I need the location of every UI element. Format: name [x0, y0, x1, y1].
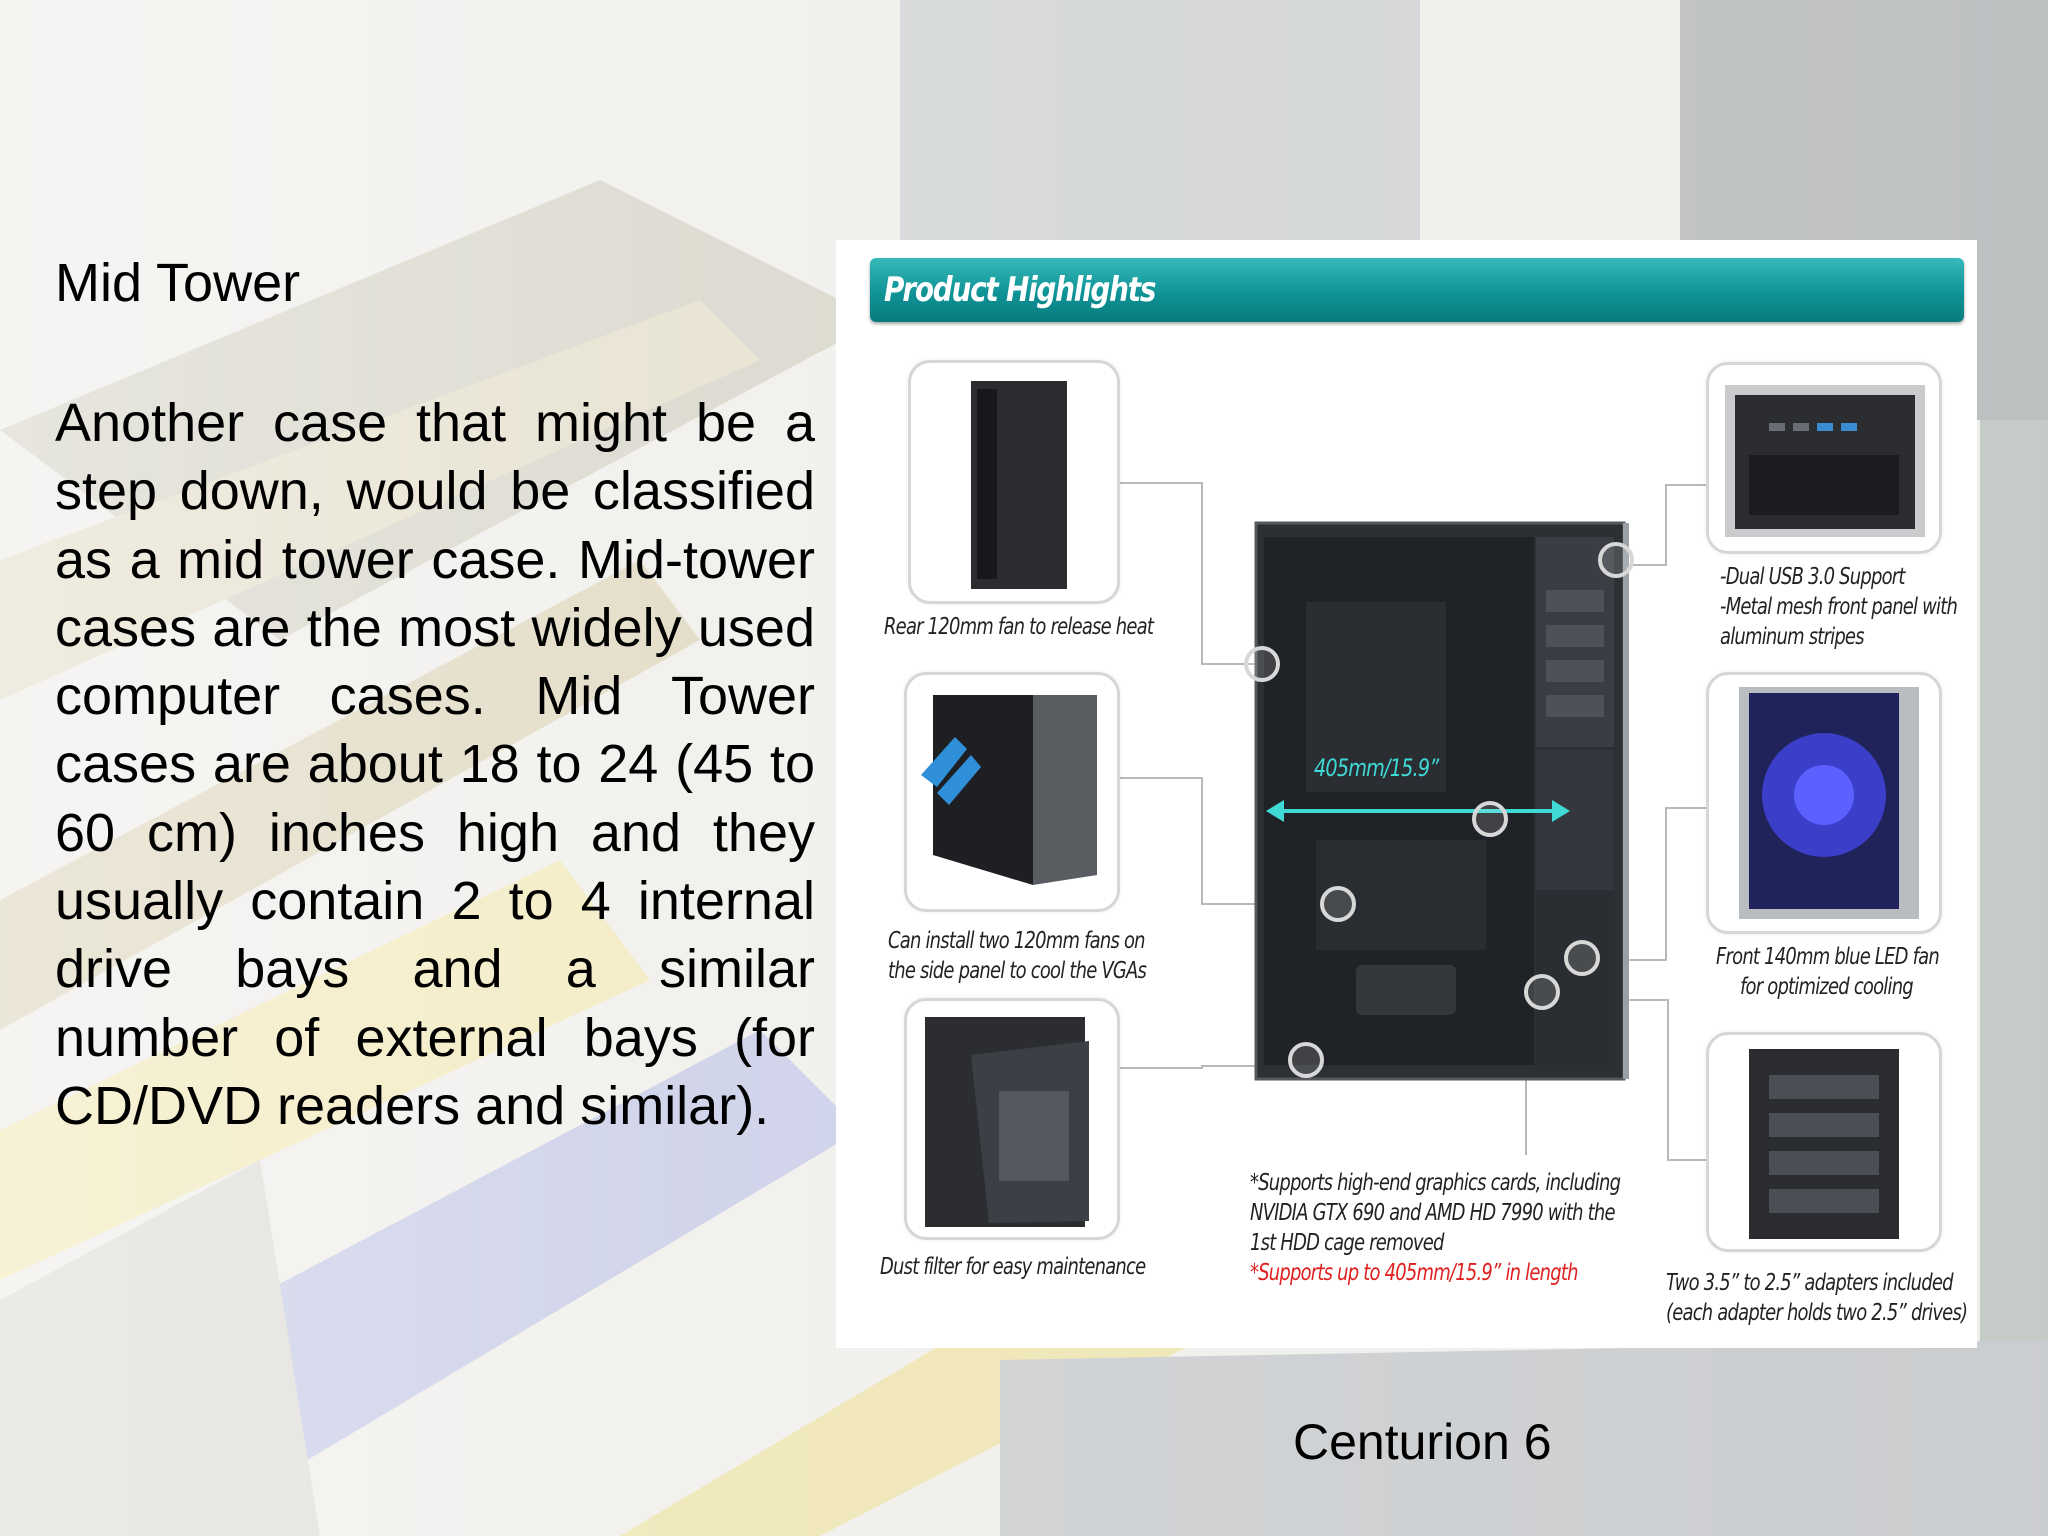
front-io-photo: [1725, 385, 1925, 537]
side-fans-photo: [921, 695, 1097, 885]
front-fan-thumbnail: [1706, 672, 1942, 934]
usb-caption-line3: aluminum stripes: [1720, 624, 1865, 650]
side-fans-caption-line2: the side panel to cool the VGAs: [888, 958, 1147, 984]
gpu-note-line1: *Supports high-end graphics cards, inclu…: [1250, 1170, 1621, 1196]
dust-filter-photo: [925, 1017, 1089, 1227]
side-fans-caption-line1: Can install two 120mm fans on: [888, 928, 1146, 954]
panel-header-bar: Product Highlights: [870, 258, 1964, 322]
panel-header-title: Product Highlights: [884, 270, 1156, 310]
dust-filter-thumbnail: [904, 998, 1120, 1240]
front-fan-photo: [1739, 687, 1919, 919]
connector-lines: [1120, 482, 1708, 1161]
product-highlights-image: Product Highlights: [836, 240, 1977, 1348]
slide-title: Mid Tower: [55, 253, 301, 313]
usb-caption-line2: -Metal mesh front panel with: [1720, 594, 1958, 620]
rear-fan-caption: Rear 120mm fan to release heat: [884, 614, 1154, 640]
front-fan-caption-line2: for optimized cooling: [1740, 974, 1914, 1000]
adapters-caption-line1: Two 3.5” to 2.5” adapters included: [1666, 1270, 1954, 1296]
gpu-note-line2: NVIDIA GTX 690 and AMD HD 7990 with the: [1250, 1200, 1616, 1226]
front-fan-caption-line1: Front 140mm blue LED fan: [1716, 944, 1940, 970]
usb-caption-line1: -Dual USB 3.0 Support: [1720, 564, 1905, 590]
dust-filter-caption: Dust filter for easy maintenance: [880, 1254, 1146, 1280]
drive-adapters-thumbnail: [1706, 1032, 1942, 1252]
gpu-note-line3: 1st HDD cage removed: [1250, 1230, 1444, 1256]
side-fans-thumbnail: [904, 672, 1120, 912]
rear-fan-photo: [971, 381, 1067, 589]
adapters-caption-line2: (each adapter holds two 2.5” drives): [1666, 1300, 1968, 1326]
gpu-length-note: *Supports up to 405mm/15.9” in length: [1250, 1260, 1578, 1286]
slide-body-text: Another case that might be a step down, …: [55, 393, 815, 1136]
dimension-label: 405mm/15.9”: [1314, 754, 1439, 782]
rear-fan-thumbnail: [908, 360, 1120, 604]
image-caption: Centurion 6: [1293, 1414, 1552, 1470]
front-io-thumbnail: [1706, 362, 1942, 554]
drive-adapters-photo: [1749, 1049, 1899, 1239]
